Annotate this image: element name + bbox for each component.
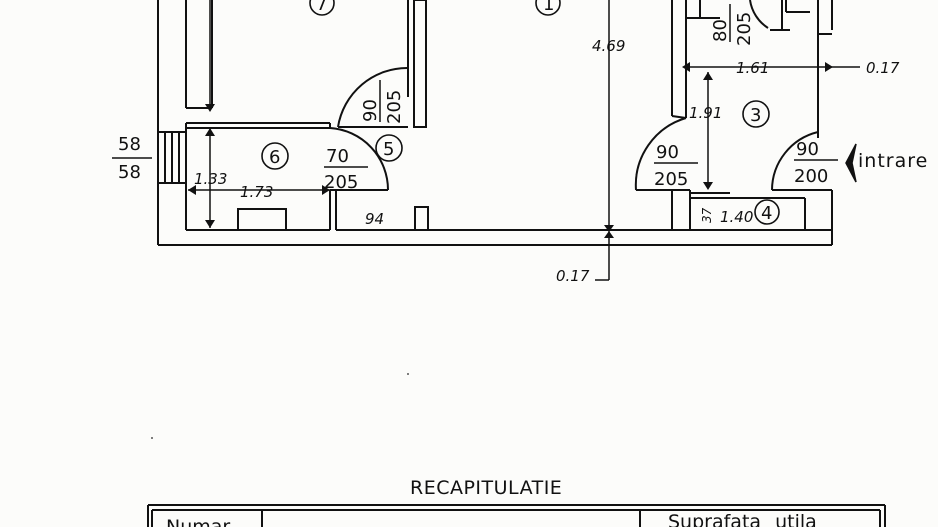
summary-col-area: Suprafata utila [668, 511, 817, 527]
door-r6-height: 205 [324, 172, 358, 193]
door-r3-left-height: 205 [654, 169, 688, 190]
door-entry-height: 200 [794, 166, 828, 187]
dim-1-61: 1.61 [736, 59, 769, 77]
summary-table [147, 504, 886, 527]
door-r6-width: 70 [326, 146, 349, 167]
walls [157, 0, 833, 246]
door-entry-width: 90 [796, 139, 819, 160]
room-5-label: 5 [383, 139, 394, 160]
dimension-arrows [188, 62, 833, 238]
door-r5-width: 90 [360, 99, 381, 122]
dim-4-69: 4.69 [592, 37, 625, 55]
entrance-label: intrare [858, 150, 928, 172]
room-3-label: 3 [750, 105, 761, 126]
room-circles [261, 0, 780, 225]
dim-37: 37 [700, 207, 714, 223]
dim-0-17-bottom: 0.17 [556, 267, 590, 285]
dim-1-91: 1.91 [689, 104, 722, 122]
dim-1-33: 1.33 [194, 170, 227, 188]
door-swings [329, 0, 819, 191]
entrance-arrow-icon [845, 143, 857, 183]
door-r3-left-arc [634, 117, 687, 191]
window-left [112, 131, 186, 184]
dim-94: 94 [365, 210, 384, 228]
door-upper-width: 80 [710, 19, 731, 42]
room-4-label: 4 [761, 203, 772, 224]
door-r6-arc [329, 127, 390, 191]
sink-fixture [237, 208, 287, 231]
dim-1-73: 1.73 [240, 183, 273, 201]
window-width-top: 58 [118, 134, 141, 155]
partition-r1-stub [413, 0, 427, 128]
door-entry-arc [771, 131, 819, 191]
dimension-lines [188, 0, 860, 281]
door-r5-height: 205 [384, 90, 405, 124]
r3-left-cap [671, 115, 687, 119]
room-6-label: 6 [269, 147, 280, 168]
room-7-label: 7 [316, 0, 327, 15]
door-r3-left-width: 90 [656, 142, 679, 163]
dim-1-40: 1.40 [720, 208, 753, 226]
summary-title: RECAPITULATIE [410, 477, 562, 499]
door-upper-height: 205 [734, 12, 755, 46]
scan-specks [151, 373, 409, 439]
room-1-label: 1 [543, 0, 554, 15]
window-width-bottom: 58 [118, 162, 141, 183]
bottom-wall-stub [414, 206, 429, 231]
summary-col-number: Numar [166, 516, 230, 527]
dim-0-17-right: 0.17 [866, 59, 900, 77]
fraction-bars [324, 4, 838, 168]
door-upper-arc [749, 0, 769, 29]
door-r5-arc [337, 66, 409, 128]
